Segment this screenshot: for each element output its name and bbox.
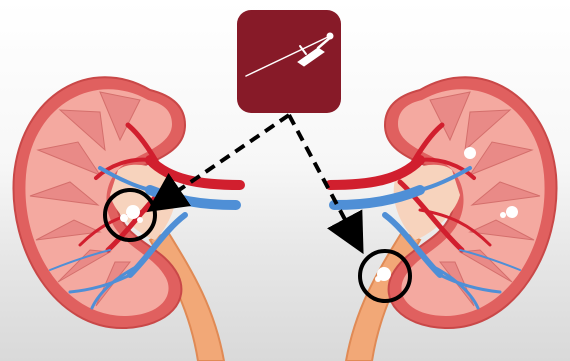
right-kidney-stone-middle	[506, 206, 518, 218]
left-kidney	[13, 77, 240, 361]
arrow-to-right-stone	[289, 115, 356, 240]
right-kidney	[330, 77, 557, 361]
laser-tile	[237, 10, 341, 113]
laser-tile-background	[237, 10, 341, 113]
right-kidney-stone-upper	[464, 147, 476, 159]
